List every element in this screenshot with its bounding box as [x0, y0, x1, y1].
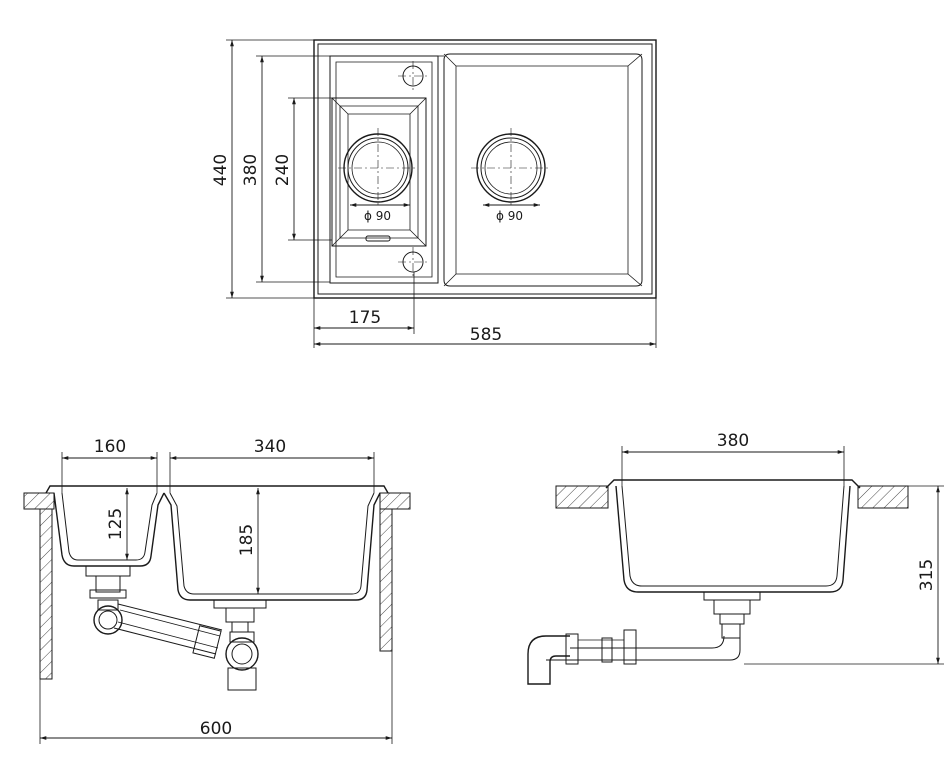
- side-drain-assembly-icon: [703, 591, 761, 639]
- side-elbow-pipe: [527, 635, 570, 685]
- dim-overall-depth: 440: [211, 154, 231, 186]
- large-bowl-inner: [455, 65, 629, 275]
- small-section-outline: [329, 55, 439, 284]
- sink-rim-side: [605, 479, 861, 489]
- pipe-coupling-right: [623, 629, 637, 665]
- side-trap-pipe: [546, 624, 741, 661]
- cabinet-wall-left: [39, 508, 53, 680]
- front-view: 160 340 125 185 600: [23, 437, 411, 744]
- pipe-coupling-mid: [601, 637, 613, 663]
- dim-small-bowl-width: 175: [349, 308, 381, 328]
- top-view: ϕ 90 ϕ 90 440 380 240 175 585: [211, 39, 657, 348]
- dim-front-large-width: 340: [254, 437, 286, 457]
- tap-hole-bottom-icon: [398, 247, 428, 277]
- connecting-pipe: [113, 603, 223, 655]
- dim-small-bowl-depth: 240: [273, 154, 293, 186]
- tap-hole-top-icon: [398, 61, 428, 91]
- sink-outline-top: [313, 39, 657, 299]
- sink-rim-front: [45, 485, 389, 494]
- dim-front-large-depth: 185: [237, 524, 257, 556]
- large-bowl-profile: [163, 492, 381, 601]
- side-bowl-profile: [615, 485, 851, 593]
- worktop-left: [23, 492, 55, 510]
- dim-overall-width: 585: [470, 325, 502, 345]
- overflow-slot: [365, 235, 391, 242]
- dim-front-small-width: 160: [94, 437, 126, 457]
- large-drain-assembly-icon: [213, 599, 267, 691]
- small-bowl-profile: [53, 492, 165, 567]
- dim-side-bowl-width: 380: [717, 431, 749, 451]
- dim-front-small-depth: 125: [106, 508, 126, 540]
- small-drain-icon: [338, 128, 418, 208]
- cabinet-wall-right: [379, 508, 393, 652]
- side-worktop-right: [857, 485, 909, 509]
- worktop-right: [379, 492, 411, 510]
- side-view: 380 315: [527, 431, 944, 685]
- large-bowl-outline: [443, 53, 643, 287]
- dim-inner-depth: 380: [241, 154, 261, 186]
- small-drain-assembly-icon: [85, 565, 131, 635]
- small-section-inner: [335, 61, 433, 278]
- sink-rim-inner: [317, 43, 653, 295]
- small-drain-label: ϕ 90: [364, 209, 391, 223]
- dim-side-total-height: 315: [917, 559, 937, 591]
- side-worktop-left: [555, 485, 609, 509]
- large-drain-label: ϕ 90: [496, 209, 523, 223]
- pipe-coupling-left: [565, 633, 579, 665]
- dim-cabinet-width: 600: [200, 719, 232, 739]
- large-drain-icon: [471, 128, 551, 208]
